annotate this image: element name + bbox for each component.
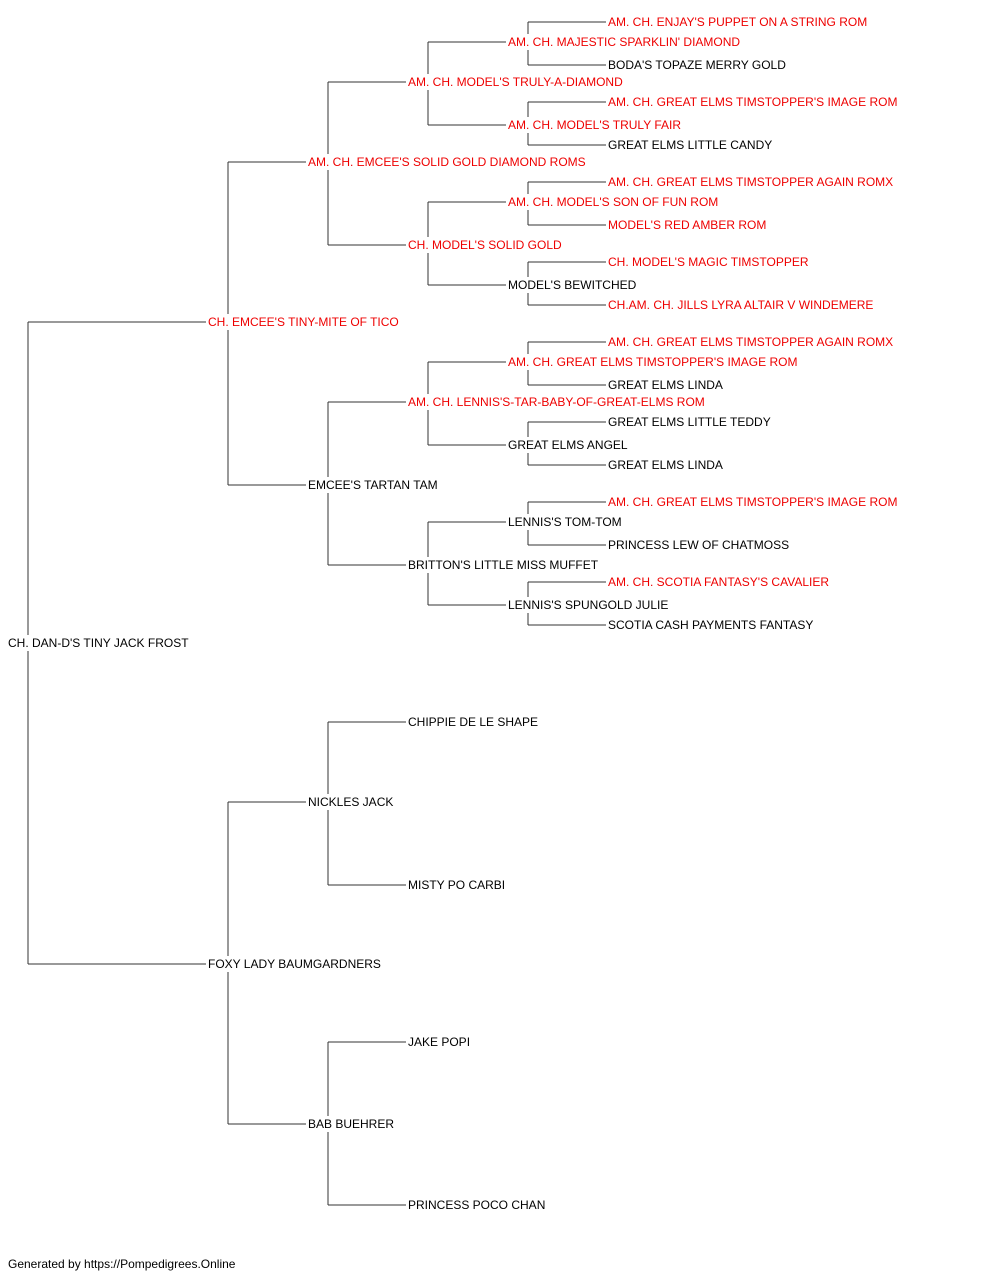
great-grandparent-name[interactable]: AM. CH. LENNIS'S-TAR-BABY-OF-GREAT-ELMS … (407, 395, 706, 409)
grandparent-name[interactable]: NICKLES JACK (307, 795, 395, 809)
great-grandparent-name[interactable]: MISTY PO CARBI (407, 878, 507, 892)
g5-ancestor-name[interactable]: CH. MODEL'S MAGIC TIMSTOPPER (607, 255, 810, 269)
grandparent-name[interactable]: AM. CH. EMCEE'S SOLID GOLD DIAMOND ROMS (307, 155, 587, 169)
g5-ancestor-name[interactable]: AM. CH. GREAT ELMS TIMSTOPPER AGAIN ROMX (607, 175, 895, 189)
g4-ancestor-name[interactable]: AM. CH. MODEL'S SON OF FUN ROM (507, 195, 720, 209)
g5-ancestor-name[interactable]: CH.AM. CH. JILLS LYRA ALTAIR V WINDEMERE (607, 298, 875, 312)
g4-ancestor-name[interactable]: GREAT ELMS ANGEL (507, 438, 629, 452)
g4-ancestor-name[interactable]: AM. CH. GREAT ELMS TIMSTOPPER'S IMAGE RO… (507, 355, 799, 369)
great-grandparent-name[interactable]: CHIPPIE DE LE SHAPE (407, 715, 540, 729)
great-grandparent-name[interactable]: JAKE POPI (407, 1035, 472, 1049)
g4-ancestor-name[interactable]: AM. CH. MAJESTIC SPARKLIN' DIAMOND (507, 35, 742, 49)
sire-name[interactable]: CH. EMCEE'S TINY-MITE OF TICO (207, 315, 400, 329)
g4-ancestor-name[interactable]: MODEL'S BEWITCHED (507, 278, 638, 292)
grandparent-name[interactable]: BAB BUEHRER (307, 1117, 396, 1131)
g5-ancestor-name[interactable]: AM. CH. ENJAY'S PUPPET ON A STRING ROM (607, 15, 869, 29)
great-grandparent-name[interactable]: CH. MODEL'S SOLID GOLD (407, 238, 563, 252)
g5-ancestor-name[interactable]: AM. CH. SCOTIA FANTASY'S CAVALIER (607, 575, 831, 589)
g5-ancestor-name[interactable]: GREAT ELMS LINDA (607, 378, 724, 392)
g5-ancestor-name[interactable]: GREAT ELMS LINDA (607, 458, 724, 472)
great-grandparent-name[interactable]: BRITTON'S LITTLE MISS MUFFET (407, 558, 600, 572)
g5-ancestor-name[interactable]: MODEL'S RED AMBER ROM (607, 218, 768, 232)
g5-ancestor-name[interactable]: PRINCESS LEW OF CHATMOSS (607, 538, 791, 552)
g5-ancestor-name[interactable]: AM. CH. GREAT ELMS TIMSTOPPER AGAIN ROMX (607, 335, 895, 349)
grandparent-name[interactable]: EMCEE'S TARTAN TAM (307, 478, 439, 492)
g5-ancestor-name[interactable]: AM. CH. GREAT ELMS TIMSTOPPER'S IMAGE RO… (607, 495, 899, 509)
g5-ancestor-name[interactable]: BODA'S TOPAZE MERRY GOLD (607, 58, 787, 72)
subject-dog-name[interactable]: CH. DAN-D'S TINY JACK FROST (7, 636, 190, 650)
g5-ancestor-name[interactable]: SCOTIA CASH PAYMENTS FANTASY (607, 618, 815, 632)
great-grandparent-name[interactable]: AM. CH. MODEL'S TRULY-A-DIAMOND (407, 75, 624, 89)
g4-ancestor-name[interactable]: LENNIS'S SPUNGOLD JULIE (507, 598, 670, 612)
g5-ancestor-name[interactable]: GREAT ELMS LITTLE CANDY (607, 138, 774, 152)
footer-credit: Generated by https://Pompedigrees.Online (8, 1257, 236, 1271)
great-grandparent-name[interactable]: PRINCESS POCO CHAN (407, 1198, 547, 1212)
g4-ancestor-name[interactable]: LENNIS'S TOM-TOM (507, 515, 623, 529)
g5-ancestor-name[interactable]: AM. CH. GREAT ELMS TIMSTOPPER'S IMAGE RO… (607, 95, 899, 109)
g5-ancestor-name[interactable]: GREAT ELMS LITTLE TEDDY (607, 415, 772, 429)
g4-ancestor-name[interactable]: AM. CH. MODEL'S TRULY FAIR (507, 118, 682, 132)
dam-name[interactable]: FOXY LADY BAUMGARDNERS (207, 957, 382, 971)
